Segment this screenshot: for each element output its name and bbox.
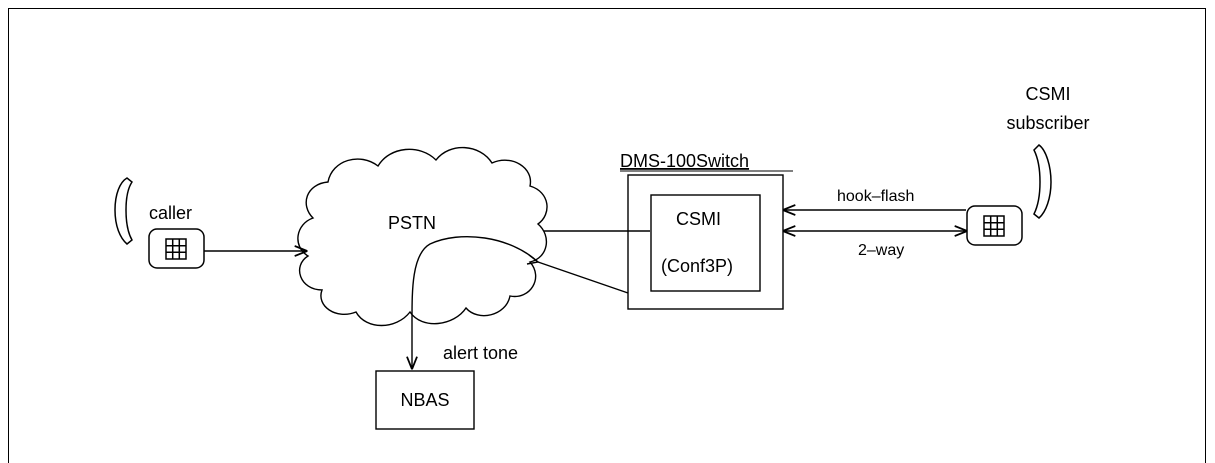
- subscriber-label-line1: CSMI: [1026, 84, 1071, 104]
- alert-tone-label: alert tone: [443, 343, 518, 363]
- subscriber-label-line2: subscriber: [1006, 113, 1089, 133]
- switch-box: [627, 174, 784, 310]
- pstn-to-nbas-path: [412, 235, 539, 368]
- switch-title: DMS-100Switch: [620, 151, 749, 171]
- pstn-to-switch-diagonal: [537, 261, 629, 294]
- nbas-box: [375, 370, 475, 430]
- hook-flash-label: hook–flash: [837, 188, 914, 205]
- nbas-label: NBAS: [400, 390, 449, 410]
- caller-label: caller: [149, 203, 192, 223]
- conf3p-label: (Conf3P): [661, 256, 733, 276]
- caller-phone-icon: [114, 177, 205, 269]
- pstn-label: PSTN: [388, 213, 436, 233]
- outer-frame: [8, 8, 1206, 463]
- csmi-label: CSMI: [676, 209, 721, 229]
- csmi-box: [650, 194, 761, 292]
- pstn-cloud-icon: [297, 146, 548, 327]
- two-way-label: 2–way: [858, 242, 904, 259]
- subscriber-phone-icon: [966, 144, 1052, 246]
